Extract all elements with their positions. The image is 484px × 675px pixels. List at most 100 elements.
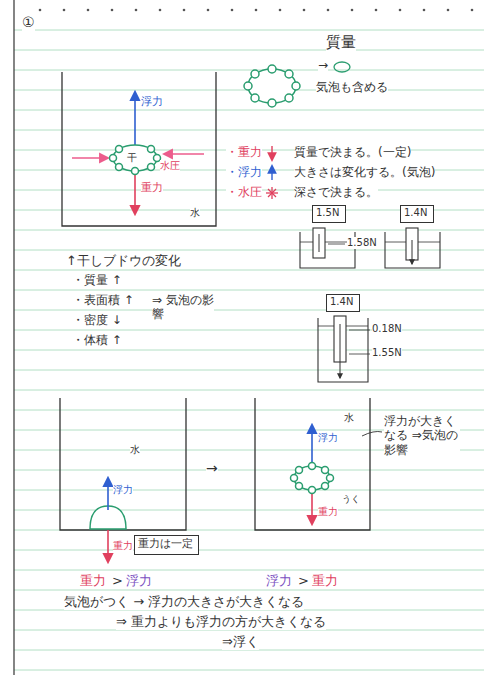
ruled-line xyxy=(14,570,484,571)
water-label: 水 xyxy=(190,207,200,219)
conclusion-text: ⇒浮く xyxy=(222,634,259,650)
buoyancy-arrow xyxy=(107,478,109,510)
spring xyxy=(412,240,413,264)
list-item: ・表面積 ↑ xyxy=(72,293,134,307)
gravity-symbol xyxy=(271,146,272,160)
note-text: 大きさは変化する。(気泡) xyxy=(294,165,435,179)
page-dot xyxy=(471,9,474,12)
gravity-arrow xyxy=(311,492,313,524)
list-item: ・重力 xyxy=(226,145,262,159)
spring xyxy=(319,234,320,252)
measurement: 1.55N xyxy=(372,347,402,359)
note-text: 質量で決まる。(一定) xyxy=(294,145,411,159)
measurement: 1.58N xyxy=(347,237,377,249)
measurement: 0.18N xyxy=(372,323,402,335)
leader-line xyxy=(328,244,345,245)
page-dot xyxy=(279,9,282,12)
ruled-line xyxy=(14,490,484,491)
ruled-line xyxy=(14,590,484,591)
section-number: ① xyxy=(22,14,35,31)
ruled-line xyxy=(14,650,484,651)
comparison-term: 重力 xyxy=(312,573,338,589)
page-dot xyxy=(447,9,450,12)
ruled-lines xyxy=(14,9,484,670)
spring-scale xyxy=(313,228,325,258)
beaker xyxy=(60,398,186,530)
boxed-value: 1.4N xyxy=(326,294,360,312)
ruled-line xyxy=(14,350,484,351)
force-label: 重力 xyxy=(113,540,133,552)
ruled-line xyxy=(14,610,484,611)
list-item: ・体積 ↑ xyxy=(72,333,122,347)
gravity-arrow xyxy=(134,172,136,214)
raisin xyxy=(291,463,334,494)
note-text: うく xyxy=(342,494,360,505)
leader-line xyxy=(362,432,382,437)
ruled-line xyxy=(14,510,484,511)
force-label: 浮力 xyxy=(141,95,163,108)
note-text: 深さで決まる。 xyxy=(294,185,378,199)
ruled-line xyxy=(14,370,484,371)
node-text: 1.4N xyxy=(330,296,356,308)
list-item: ・密度 ↓ xyxy=(72,313,122,327)
page-dot xyxy=(39,9,42,12)
node-text: 1.5N xyxy=(316,207,342,219)
raisin-icon xyxy=(244,65,300,107)
boxed-value: 1.4N xyxy=(400,205,434,223)
comparison-term: 浮力 xyxy=(126,573,152,589)
ruled-line xyxy=(14,70,484,71)
list-item: ・浮力 xyxy=(226,165,262,179)
comparison-sign: > xyxy=(112,573,123,589)
ruled-line xyxy=(14,270,484,271)
boxed-note: 重力は一定 xyxy=(134,535,199,555)
margin-line xyxy=(13,0,14,675)
conclusion-text: ⇒ 重力よりも浮力の方が大きくなる xyxy=(116,614,326,630)
buoyancy-arrow xyxy=(134,92,136,146)
force-label: 重力 xyxy=(318,506,338,518)
page-dot xyxy=(399,9,402,12)
buoyancy-symbol xyxy=(271,166,272,180)
raisin xyxy=(110,145,161,175)
gravity-arrow xyxy=(107,530,109,562)
ruled-line xyxy=(14,310,484,311)
page-dot xyxy=(303,9,306,12)
node-text: 1.4N xyxy=(404,207,430,219)
page-dot xyxy=(111,9,114,12)
page-dot xyxy=(207,9,210,12)
raisin-icon xyxy=(334,62,350,72)
spring xyxy=(340,324,341,378)
page-dot xyxy=(423,9,426,12)
note-text: ⇒ 気泡の影響 xyxy=(152,293,214,322)
heading-text: ↑干しブドウの変化 xyxy=(66,253,181,269)
pressure-arrow xyxy=(164,153,204,155)
force-label: 浮力 xyxy=(113,484,133,496)
ruled-line xyxy=(14,110,484,111)
force-label: 浮力 xyxy=(318,432,338,444)
boxed-value: 1.5N xyxy=(312,205,346,223)
comparison-term: 重力 xyxy=(80,573,106,589)
page-dot xyxy=(231,9,234,12)
leader-line xyxy=(349,330,370,331)
pressure-symbol xyxy=(266,187,278,199)
page-dot xyxy=(183,9,186,12)
water-label: 水 xyxy=(344,412,354,424)
force-label: 水圧 xyxy=(160,160,180,172)
page-dot xyxy=(159,9,162,12)
page-dot xyxy=(327,9,330,12)
page-dot xyxy=(87,9,90,12)
note-text: 気泡も含める xyxy=(316,80,388,94)
note-text: 質量 xyxy=(326,33,356,51)
ruled-line xyxy=(14,330,484,331)
conclusion-text: 気泡がつく → 浮力の大きさが大きくなる xyxy=(64,594,304,610)
water-label: 水 xyxy=(130,444,140,456)
raisin-mark: 干 xyxy=(127,152,137,164)
ruled-line xyxy=(14,390,484,391)
beaker xyxy=(62,72,216,226)
arrow-text: → xyxy=(206,460,218,477)
ruled-line xyxy=(14,670,484,671)
force-label: 重力 xyxy=(141,181,163,194)
page-dot xyxy=(135,9,138,12)
ruled-line xyxy=(14,50,484,51)
buoyancy-arrow xyxy=(311,425,313,465)
